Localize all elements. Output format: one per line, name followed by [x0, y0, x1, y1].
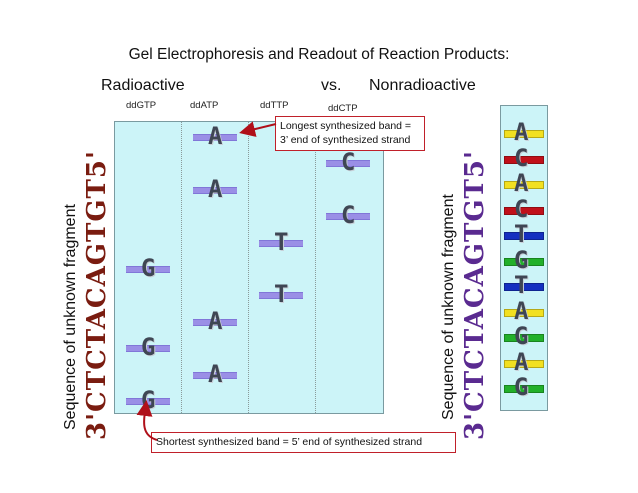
color-band-letter: C	[514, 194, 529, 223]
color-band-letter: G	[514, 322, 529, 350]
callout-line-2: 3’ end of synthesized strand	[280, 134, 411, 147]
gel-band-letter: G	[141, 254, 156, 282]
gel-band	[193, 134, 237, 141]
lane-label-ddttp: ddTTP	[260, 100, 289, 111]
color-band-letter: G	[514, 245, 529, 274]
callout-line-1: Longest synthesized band =	[280, 120, 412, 132]
color-band	[504, 257, 544, 266]
header-nonradioactive: Nonradioactive	[369, 77, 476, 94]
color-band-letter: T	[514, 220, 529, 248]
color-band-letter: A	[514, 347, 529, 376]
gel-band	[326, 213, 370, 221]
color-band	[504, 385, 544, 393]
color-band	[504, 359, 544, 368]
gel-band	[193, 371, 237, 379]
gel-band-letter: T	[274, 227, 289, 256]
color-band	[504, 308, 544, 317]
gel-band-letter: A	[208, 122, 223, 150]
gel-band	[126, 266, 170, 273]
gel-band	[126, 345, 170, 353]
lane-label-ddctp: ddCTP	[328, 103, 358, 114]
color-band-letter: A	[514, 118, 529, 146]
color-band-letter: A	[514, 296, 529, 325]
figure-title: Gel Electrophoresis and Readout of React…	[128, 46, 510, 63]
gel-band-letter: A	[208, 174, 223, 203]
gel-band-letter: A	[208, 306, 223, 335]
header-vs: vs.	[321, 77, 342, 94]
color-band-letter: T	[514, 271, 529, 299]
color-band-letter: A	[514, 169, 529, 197]
lane-divider	[181, 122, 182, 413]
gel-band	[259, 239, 303, 247]
color-band	[504, 206, 544, 215]
arrow-to-shortest-band	[136, 400, 158, 441]
lane-divider	[315, 122, 316, 413]
gel-band	[259, 292, 303, 300]
color-band	[504, 232, 544, 240]
color-band	[504, 130, 544, 138]
lane-label-ddatp: ddATP	[190, 100, 219, 111]
gel-band-letter: T	[274, 280, 289, 309]
color-band	[504, 283, 544, 291]
shortest-band-callout: Shortest synthesized band = 5’ end of sy…	[151, 432, 456, 453]
gel-band-letter: C	[341, 148, 356, 177]
gel-band	[193, 186, 237, 194]
lane-label-ddgtp: ddGTP	[126, 100, 157, 111]
longest-band-callout: Longest synthesized band = 3’ end of syn…	[275, 116, 425, 151]
arrow-to-longest-band	[239, 121, 277, 137]
color-band-letter: C	[514, 143, 529, 172]
color-band	[504, 181, 544, 189]
color-band	[504, 334, 544, 342]
gel-band	[326, 160, 370, 168]
color-band	[504, 155, 544, 164]
gel-band-letter: C	[341, 201, 356, 230]
lane-divider	[248, 122, 249, 413]
callout-text: Shortest synthesized band = 5’ end of sy…	[156, 436, 423, 448]
header-radioactive: Radioactive	[101, 77, 185, 94]
gel-band-letter: A	[208, 359, 223, 388]
gel-band-letter: G	[141, 333, 156, 362]
color-band-letter: G	[514, 373, 529, 401]
gel-band	[193, 318, 237, 326]
